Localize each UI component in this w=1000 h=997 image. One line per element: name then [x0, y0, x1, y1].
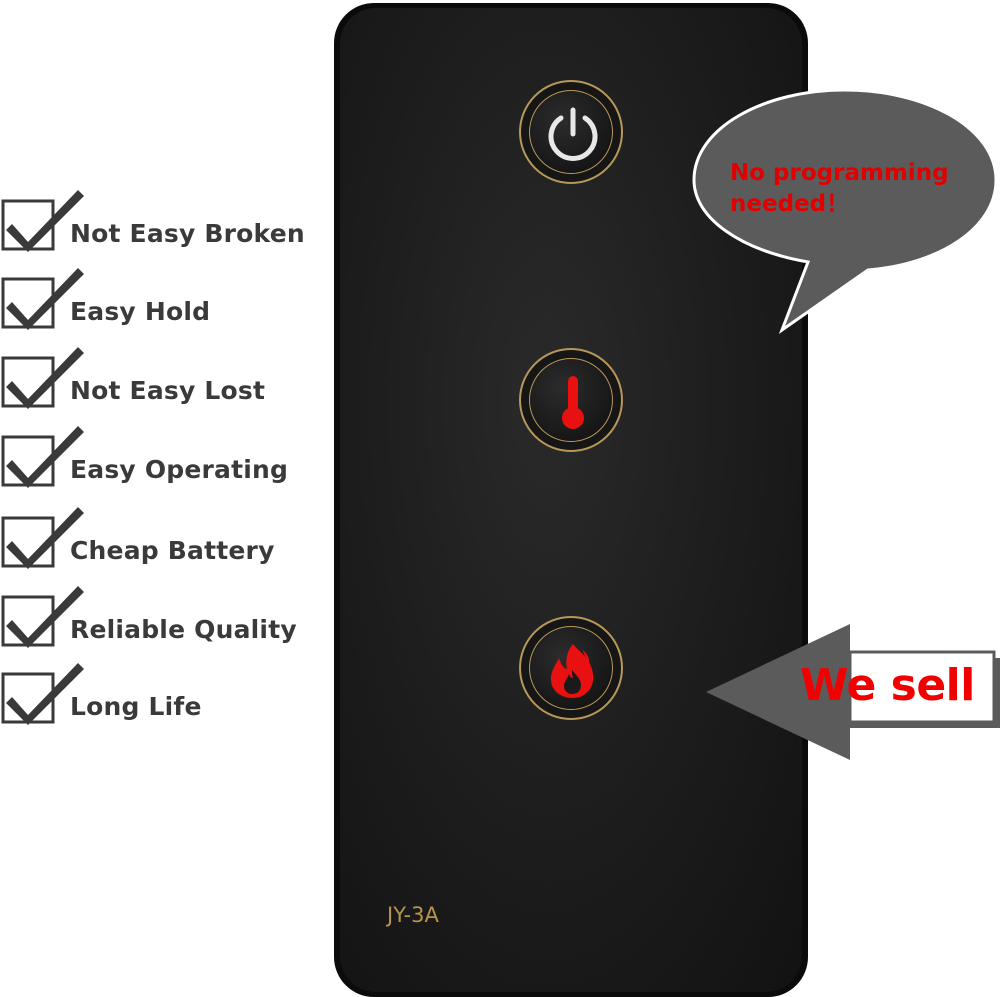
- checkmark-icon: [1, 190, 84, 252]
- checkmark-icon: [1, 268, 84, 330]
- arrow-text: We sell: [800, 660, 975, 711]
- feature-label: Long Life: [70, 692, 202, 721]
- feature-label: Easy Operating: [70, 455, 289, 484]
- checkmark-icon: [1, 663, 84, 725]
- feature-item: Easy Operating: [0, 420, 340, 490]
- feature-item: Not Easy Lost: [0, 341, 340, 411]
- checkmark-icon: [1, 507, 84, 569]
- thermometer-icon: [562, 376, 584, 429]
- checkmark-icon: [1, 426, 84, 488]
- feature-label: Easy Hold: [70, 297, 211, 326]
- feature-label: Not Easy Lost: [70, 376, 266, 405]
- feature-label: Not Easy Broken: [70, 219, 305, 248]
- power-button[interactable]: [519, 80, 623, 184]
- speech-bubble: [692, 88, 998, 334]
- power-icon: [548, 107, 598, 161]
- feature-list: Not Easy Broken Easy Hold Not Easy Lost …: [0, 0, 340, 997]
- feature-item: Long Life: [0, 657, 340, 727]
- feature-item: Not Easy Broken: [0, 184, 340, 254]
- feature-label: Cheap Battery: [70, 536, 275, 565]
- feature-item: Reliable Quality: [0, 580, 340, 650]
- arrow-callout: [706, 624, 1000, 760]
- heat-button[interactable]: [519, 348, 623, 452]
- flame-icon: [550, 644, 594, 698]
- flame-button[interactable]: [519, 616, 623, 720]
- model-label: JY-3A: [387, 903, 439, 927]
- feature-label: Reliable Quality: [70, 615, 297, 644]
- feature-item: Cheap Battery: [0, 501, 340, 571]
- feature-item: Easy Hold: [0, 262, 340, 332]
- checkmark-icon: [1, 347, 84, 409]
- checkmark-icon: [1, 586, 84, 648]
- bubble-text: No programming needed！: [730, 160, 949, 217]
